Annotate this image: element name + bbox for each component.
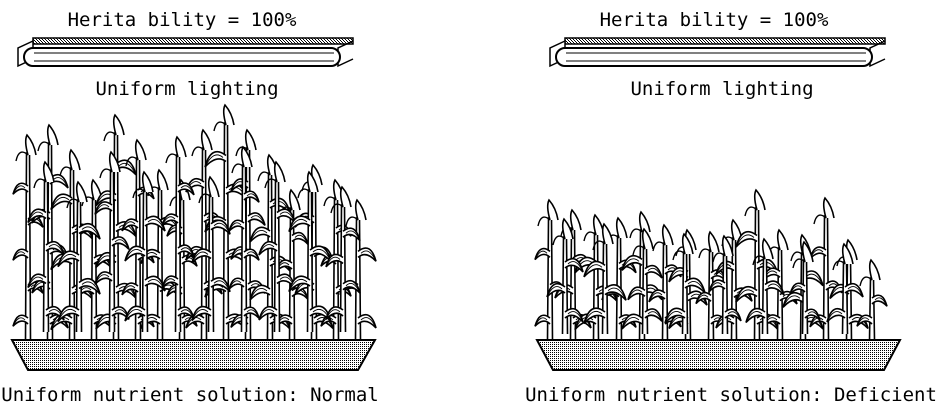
corn-plant-icon xyxy=(325,185,361,333)
corn-plant-icon xyxy=(191,175,231,333)
nutrient-tray-icon xyxy=(10,339,377,371)
corn-plant-icon xyxy=(12,133,44,341)
corn-plant-icon xyxy=(856,258,888,341)
panel-normal: Herita bility = 100% Uniform lighting Un… xyxy=(1,9,379,406)
fluorescent-lamp-icon xyxy=(17,37,354,68)
corn-plant-icon xyxy=(95,113,137,341)
corn-plant-icon xyxy=(534,198,566,341)
corn-plant-icon xyxy=(258,160,296,333)
corn-plant-icon xyxy=(695,230,727,341)
corn-plant-icon xyxy=(228,145,260,333)
heritability-label: Herita bility = 100% xyxy=(600,9,829,31)
corn-plant-icon xyxy=(124,170,166,333)
corn-plant-icon xyxy=(161,135,195,333)
lighting-label: Uniform lighting xyxy=(95,78,278,100)
nutrient-tray-icon xyxy=(535,339,902,371)
corn-plant-icon xyxy=(288,170,332,333)
corn-plant-icon xyxy=(94,150,130,333)
corn-plant-icon xyxy=(826,242,864,335)
plant-group-normal xyxy=(12,103,377,341)
plant-group-deficient xyxy=(534,188,888,341)
corn-plant-icon xyxy=(546,217,584,335)
heritability-label: Herita bility = 100% xyxy=(68,9,297,31)
corn-plant-icon xyxy=(664,232,706,335)
corn-plant-icon xyxy=(708,234,742,335)
fluorescent-lamp-icon xyxy=(549,37,886,68)
nutrient-label: Uniform nutrient solution: Normal xyxy=(1,384,379,406)
corn-plant-icon xyxy=(27,160,65,333)
corn-plant-icon xyxy=(745,237,785,335)
panel-deficient: Herita bility = 100% Uniform lighting Un… xyxy=(525,9,937,406)
corn-plant-icon xyxy=(339,198,377,341)
nutrient-label: Uniform nutrient solution: Deficient xyxy=(525,384,937,406)
corn-plant-icon xyxy=(627,227,663,335)
corn-plant-icon xyxy=(583,222,627,335)
lighting-label: Uniform lighting xyxy=(630,78,813,100)
corn-plant-icon xyxy=(789,240,821,335)
corn-plant-icon xyxy=(809,196,843,341)
